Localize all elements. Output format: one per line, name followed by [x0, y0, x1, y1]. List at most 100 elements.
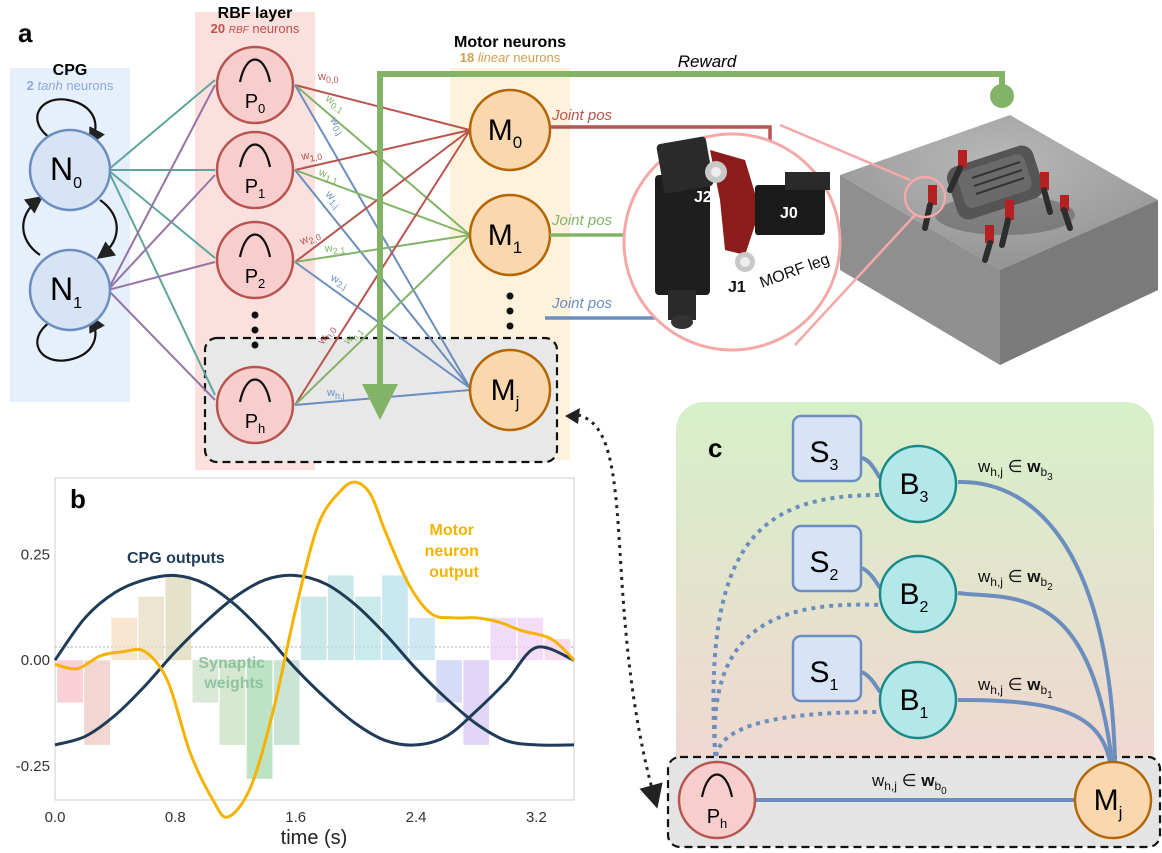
chart-xticks: 0.0 0.8 1.6 2.4 3.2	[45, 809, 547, 826]
robot-platform-illustration	[840, 115, 1158, 365]
motor-node-mj: Mj	[468, 348, 552, 432]
panel-c-rbf-node-ph: Ph	[677, 760, 757, 840]
rbf-node-ph: Ph	[215, 365, 295, 445]
basis-node-b1: B1	[878, 660, 958, 740]
joint-pos-label-0: Joint pos	[551, 107, 613, 124]
motor-output-line	[54, 480, 576, 819]
weight-label: w2,j	[327, 271, 350, 291]
motor-node-m0: M0	[468, 88, 552, 172]
y-tick-label: -0.25	[16, 758, 50, 775]
synaptic-weight-bar	[219, 660, 246, 745]
svg-text:B1: B1	[900, 684, 929, 722]
chart-xlabel: time (s)	[281, 827, 348, 849]
motor-ellipsis	[506, 292, 514, 330]
svg-text:Mj: Mj	[1094, 784, 1123, 822]
cpg-output-line-0	[53, 573, 575, 747]
joint-label-j2: J2	[694, 189, 712, 206]
panel-c-weight-labels: wh,j ∈ wb3 wh,j ∈ wb2 wh,j ∈ wb1 wh,j ∈ …	[871, 457, 1053, 797]
sensor-node-s3: S3	[791, 414, 863, 483]
cpg-layer-bg	[10, 68, 130, 402]
weight-label: w0,0	[317, 71, 338, 85]
svg-text:P1: P1	[245, 176, 266, 201]
joint-label-j0: J0	[780, 205, 798, 222]
panel-label-c: c	[708, 433, 722, 463]
cpg-recurrent-arrows	[22, 98, 118, 362]
y-tick-label: 0.00	[21, 652, 50, 669]
chart-yticks: 0.25 0.00 -0.25	[16, 546, 50, 775]
panel-label-a: a	[18, 18, 33, 48]
joint-pos-label-1: Joint pos	[551, 212, 613, 229]
weight-set-label-b1: wh,j ∈ wb1	[977, 675, 1053, 701]
weight-label: w2,1	[323, 241, 346, 257]
svg-text:N1: N1	[50, 271, 82, 312]
weight-label: w0,1	[321, 92, 347, 116]
x-tick-label: 0.8	[165, 809, 186, 826]
reward-source-dot	[990, 84, 1014, 108]
x-tick-label: 0.0	[45, 809, 66, 826]
annotation-synaptic-weights: Synaptic weights	[198, 655, 269, 692]
rbf-node-p1: P1	[215, 130, 295, 210]
weight-label: w1,1	[315, 166, 340, 186]
svg-text:Ph: Ph	[245, 411, 266, 436]
svg-text:P2: P2	[245, 266, 266, 291]
svg-text:P0: P0	[245, 91, 266, 116]
cpg-output-line-1	[54, 573, 575, 747]
weight-label: w1,0	[299, 148, 323, 166]
cpg-title: CPG	[53, 62, 88, 79]
x-tick-label: 3.2	[526, 809, 547, 826]
motor-subtitle: 18 linear neurons	[460, 50, 561, 65]
reward-label: Reward	[678, 52, 737, 71]
svg-text:S1: S1	[810, 656, 839, 694]
synaptic-weight-bar	[436, 660, 463, 703]
x-tick-label: 1.6	[285, 809, 306, 826]
synaptic-weight-bar	[273, 660, 300, 745]
synaptic-weight-bar	[327, 575, 354, 661]
weight-label: w0,j	[325, 114, 347, 137]
synaptic-weight-bar	[517, 617, 544, 661]
cpg-node-n1: N1	[28, 248, 112, 332]
sensor-node-s2: S2	[791, 524, 863, 593]
synaptic-weight-bar	[84, 660, 110, 745]
synaptic-weight-bar	[382, 575, 408, 661]
synaptic-weight-bar	[165, 575, 192, 661]
rbf-node-p0: P0	[215, 45, 295, 125]
weight-label: wh,j	[326, 387, 344, 401]
link-arrowhead-top	[565, 408, 580, 424]
y-tick-label: 0.25	[21, 546, 50, 563]
svg-text:B2: B2	[900, 578, 929, 616]
panel-label-b: b	[70, 484, 86, 514]
morf-leg-illustration	[655, 136, 830, 329]
chart-lines	[53, 480, 576, 819]
rbf-ellipsis	[251, 311, 259, 349]
joint-label-j1: J1	[728, 279, 746, 296]
svg-text:S3: S3	[810, 436, 839, 474]
link-arrow-a-to-c	[577, 413, 663, 809]
reward-line	[362, 71, 1005, 420]
rbf-subtitle: 20 RBF neurons	[211, 21, 300, 36]
svg-text:Mj: Mj	[491, 374, 520, 412]
basis-node-b3: B3	[878, 444, 958, 524]
sensor-node-s1: S1	[791, 634, 863, 703]
cpg-rbf-connections	[107, 79, 216, 401]
rbf-node-p2: P2	[215, 220, 295, 300]
svg-text:M0: M0	[488, 114, 522, 152]
panel-c-solid-links	[756, 456, 1117, 802]
svg-text:N0: N0	[50, 151, 82, 192]
synaptic-weight-bar	[409, 617, 435, 661]
panel-c-dotted-links	[711, 493, 881, 766]
motor-node-m1: M1	[468, 193, 552, 277]
cpg-node-n0: N0	[28, 128, 112, 212]
motor-title: Motor neurons	[454, 34, 566, 51]
joint-pos-label-2: Joint pos	[551, 295, 613, 312]
basis-node-b2: B2	[878, 554, 958, 634]
panel-c-motor-node-mj: Mj	[1073, 760, 1153, 840]
x-tick-label: 2.4	[406, 809, 427, 826]
annotation-motor-output: Motor neuron output	[425, 522, 484, 581]
annotation-cpg-outputs: CPG outputs	[127, 550, 225, 567]
rbf-title: RBF layer	[218, 5, 293, 22]
svg-text:S2: S2	[810, 546, 839, 584]
synaptic-weight-bar	[300, 596, 327, 661]
synaptic-weight-bar	[192, 660, 219, 703]
weight-set-label-b0: wh,j ∈ wb0	[871, 771, 947, 797]
